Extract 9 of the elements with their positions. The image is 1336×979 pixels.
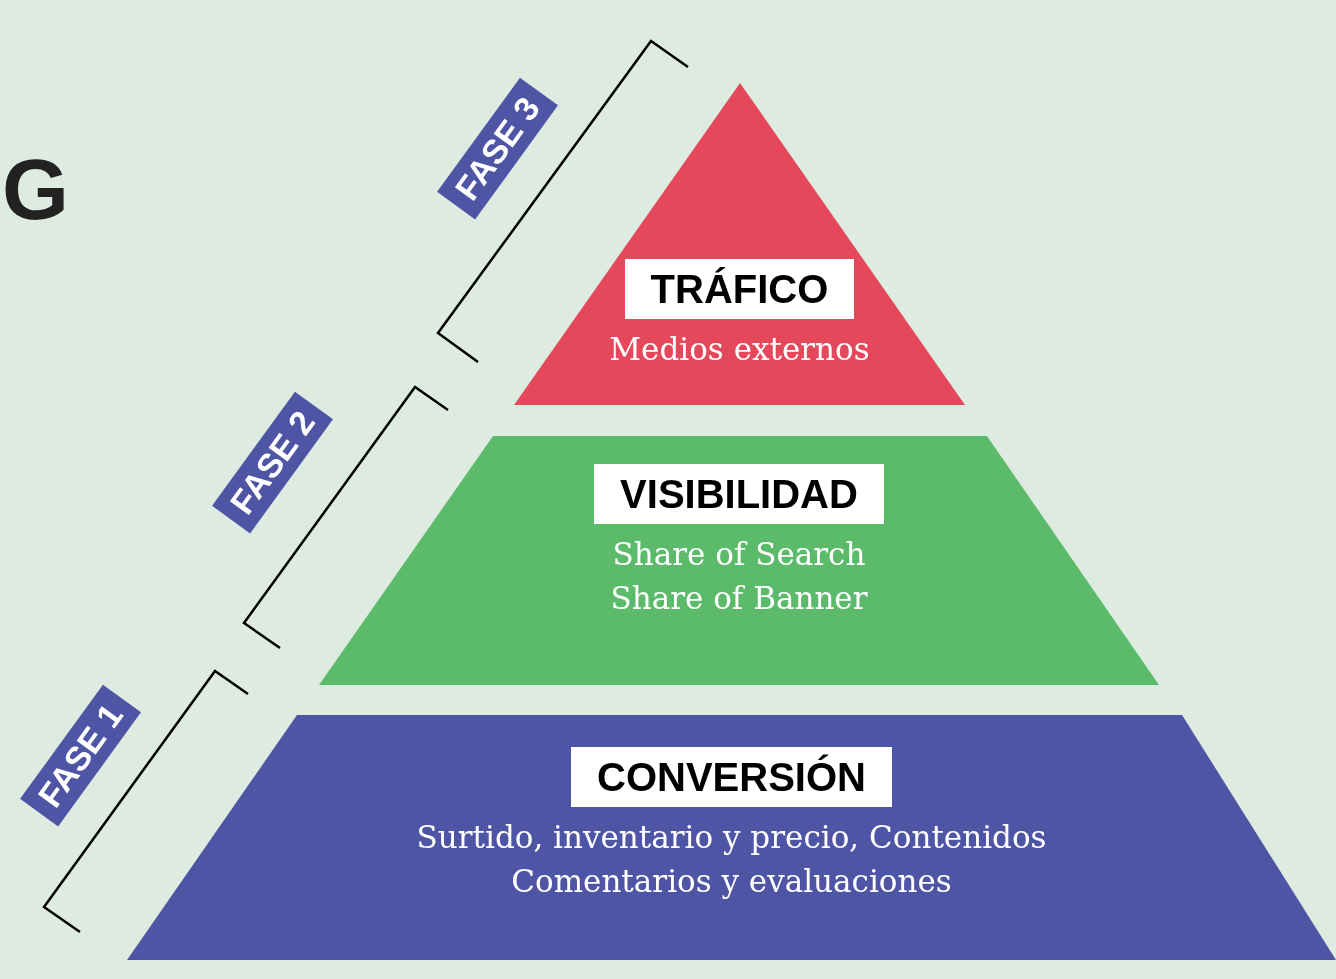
tier-text: Surtido, inventario y precio, Contenidos: [416, 818, 1047, 857]
tier-text: Share of Search: [612, 535, 866, 574]
tier-heading: CONVERSIÓN: [571, 747, 892, 807]
tier-heading: TRÁFICO: [624, 259, 855, 319]
title-fragment: G: [2, 140, 69, 239]
tier-text: Share of Banner: [610, 579, 868, 618]
tier-heading: VISIBILIDAD: [594, 464, 884, 524]
tier-text: Comentarios y evaluaciones: [511, 862, 952, 901]
tier-text: Medios externos: [609, 330, 870, 369]
